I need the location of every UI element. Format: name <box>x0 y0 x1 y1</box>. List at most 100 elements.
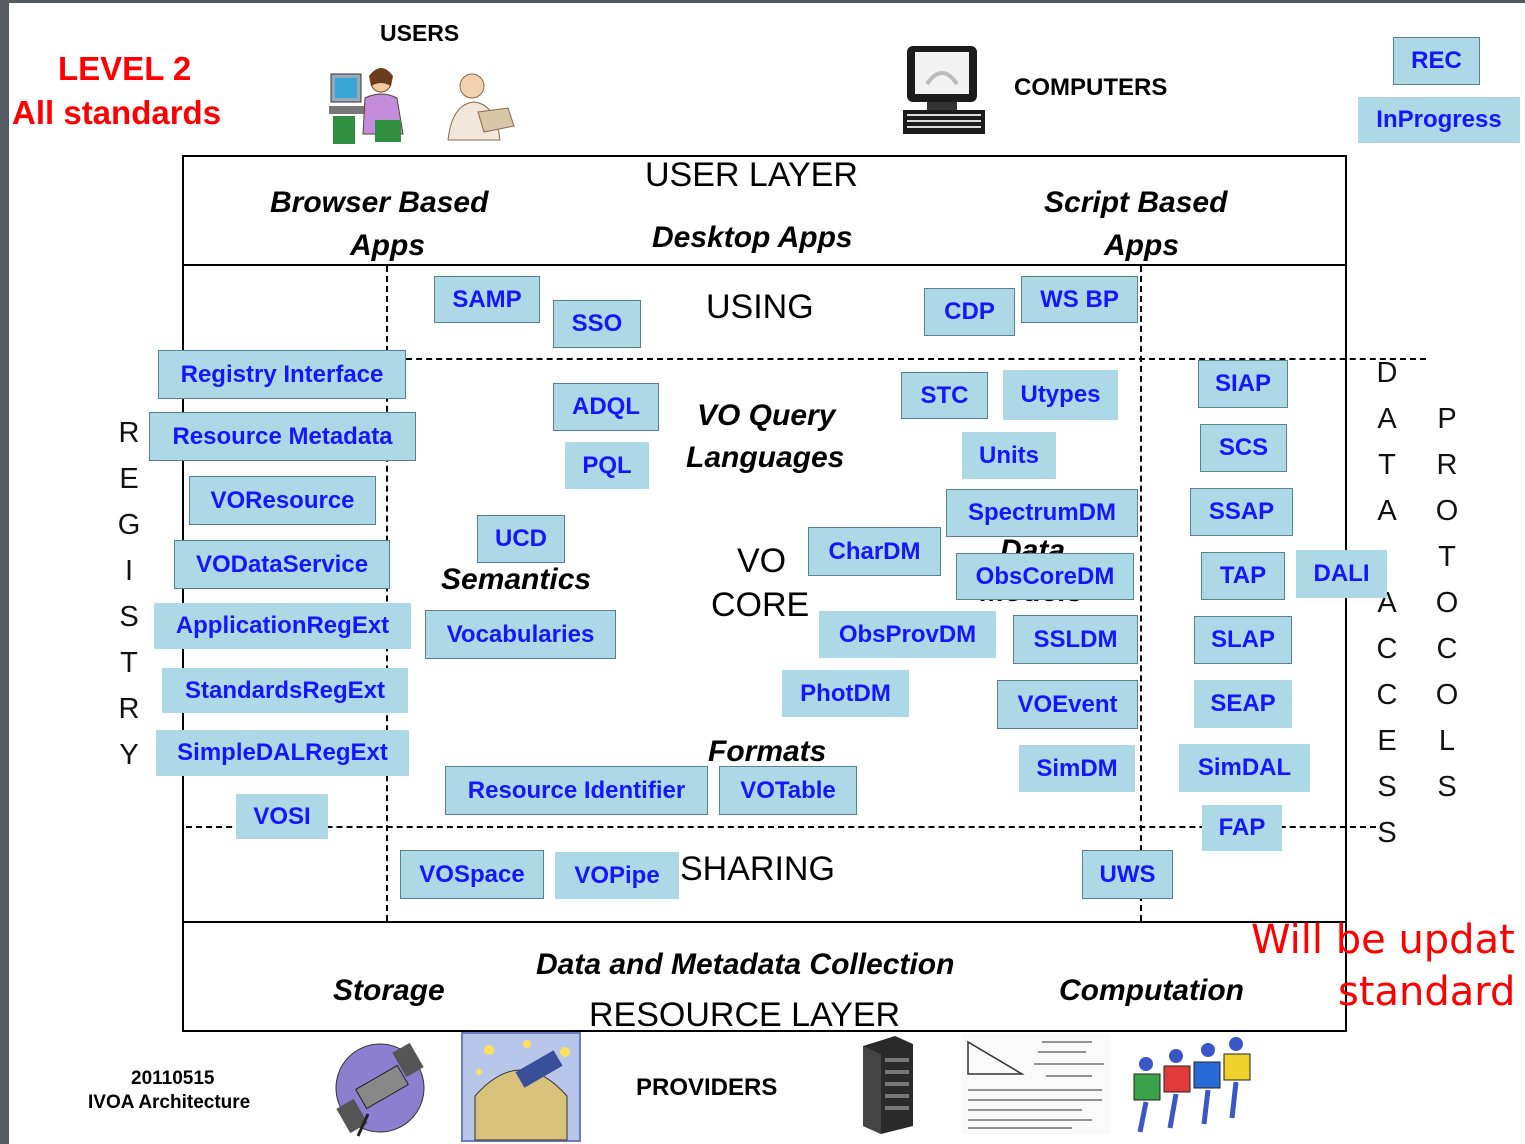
data-access-letter: E <box>1377 725 1397 757</box>
diagram-left-edge <box>182 155 184 1032</box>
protocols-letter: O <box>1435 495 1459 527</box>
footer-caption: IVOA Architecture <box>88 1092 251 1113</box>
uws-box: UWS <box>1082 850 1173 899</box>
samp-box: SAMP <box>434 276 540 323</box>
votable-box: VOTable <box>719 766 857 815</box>
resource-layer-title: RESOURCE LAYER <box>589 996 901 1034</box>
core-left-boundary <box>386 266 388 921</box>
using-boundary <box>386 358 1426 360</box>
simdal-box: SimDAL <box>1179 744 1310 792</box>
vospace-box: VOSpace <box>400 850 544 899</box>
units-box: Units <box>962 432 1056 479</box>
obsprovdm-box: ObsProvDM <box>819 611 996 658</box>
chardm-box: CharDM <box>808 527 941 576</box>
browser-apps-line1: Browser Based <box>270 186 489 219</box>
standardsregext-box: StandardsRegExt <box>162 668 408 713</box>
data-access-letter: A <box>1377 403 1397 435</box>
registry-letter: R <box>118 693 140 725</box>
obscoredm-box: ObsCoreDM <box>956 553 1134 600</box>
data-access-letter: A <box>1377 495 1397 527</box>
registry-interface-box: Registry Interface <box>158 350 406 399</box>
photdm-box: PhotDM <box>782 670 909 717</box>
user-reading-icon <box>447 73 515 141</box>
pql-box: PQL <box>565 442 649 489</box>
adql-box: ADQL <box>553 383 659 431</box>
registry-letter: Y <box>119 739 139 771</box>
applicationregext-box: ApplicationRegExt <box>154 603 411 649</box>
tap-box: TAP <box>1201 552 1285 600</box>
update-note-line2: standard <box>1338 969 1516 1015</box>
voresource-box: VOResource <box>189 476 376 525</box>
query-languages-line2: Languages <box>686 441 845 474</box>
seap-box: SEAP <box>1194 680 1292 728</box>
resource-layer-bottom <box>182 1030 1347 1032</box>
simpledalregext-box: SimpleDALRegExt <box>156 730 409 776</box>
fap-box: FAP <box>1202 805 1282 851</box>
satellite-icon <box>335 1042 425 1137</box>
protocols-letter: S <box>1437 771 1457 803</box>
cdp-box: CDP <box>924 288 1015 336</box>
protocols-letter: T <box>1438 541 1456 573</box>
dali-box: DALI <box>1296 550 1387 598</box>
protocols-letter: P <box>1437 403 1457 435</box>
registry-letter: R <box>118 417 140 449</box>
script-apps-line2: Apps <box>1104 229 1179 262</box>
computation-label: Computation <box>1059 974 1244 1007</box>
registry-letter: E <box>119 463 139 495</box>
protocols-letter: L <box>1438 725 1456 757</box>
protocols-letter: O <box>1435 587 1459 619</box>
resource-identifier-box: Resource Identifier <box>445 766 708 815</box>
vo-core-line1: VO <box>737 542 787 580</box>
observatory-icon <box>461 1032 581 1142</box>
legend-inprogress: InProgress <box>1358 97 1520 143</box>
collaboration-puzzle-icon <box>1133 1037 1251 1133</box>
data-access-letter: S <box>1377 771 1397 803</box>
providers-label: PROVIDERS <box>636 1074 778 1101</box>
vocabularies-box: Vocabularies <box>425 610 616 659</box>
browser-apps-line2: Apps <box>350 229 425 262</box>
sharing-label: SHARING <box>680 850 835 888</box>
stc-box: STC <box>901 372 988 419</box>
data-metadata-collection: Data and Metadata Collection <box>536 948 955 981</box>
query-languages-line1: VO Query <box>697 399 836 432</box>
data-access-letter: S <box>1377 817 1397 849</box>
users-label: USERS <box>380 20 460 46</box>
registry-letter: S <box>119 601 139 633</box>
level-title: LEVEL 2 <box>58 50 192 87</box>
utypes-box: Utypes <box>1003 370 1118 420</box>
protocols-letter: R <box>1436 449 1458 481</box>
vosi-box: VOSI <box>236 794 328 839</box>
math-notes-icon <box>962 1034 1110 1134</box>
protocols-letter: C <box>1436 633 1458 665</box>
legend-rec: REC <box>1393 37 1480 85</box>
data-access-letter: D <box>1376 357 1398 389</box>
semantics-label: Semantics <box>441 563 592 596</box>
sso-box: SSO <box>553 300 641 348</box>
using-label: USING <box>706 288 814 326</box>
computers-label: COMPUTERS <box>1014 74 1168 101</box>
ucd-box: UCD <box>477 515 565 563</box>
script-apps-line1: Script Based <box>1044 186 1228 219</box>
user-layer-title: USER LAYER <box>645 156 858 194</box>
ssldm-box: SSLDM <box>1013 615 1138 664</box>
storage-label: Storage <box>333 974 445 1007</box>
vodataservice-box: VODataService <box>174 540 390 589</box>
resource-metadata-box: Resource Metadata <box>149 412 416 461</box>
vopipe-box: VOPipe <box>555 852 679 899</box>
user-layer-top <box>182 155 1347 157</box>
voevent-box: VOEvent <box>997 680 1138 729</box>
scs-box: SCS <box>1200 424 1287 472</box>
resource-layer-top <box>182 921 1347 923</box>
data-access-letter: T <box>1378 449 1396 481</box>
registry-letter: G <box>117 509 141 541</box>
level-subtitle: All standards <box>12 94 222 131</box>
registry-letter: T <box>120 647 138 679</box>
user-layer-bottom <box>182 264 1347 266</box>
vo-core-line2: CORE <box>711 586 810 624</box>
computer-icon <box>903 46 985 134</box>
server-icon <box>863 1036 913 1134</box>
